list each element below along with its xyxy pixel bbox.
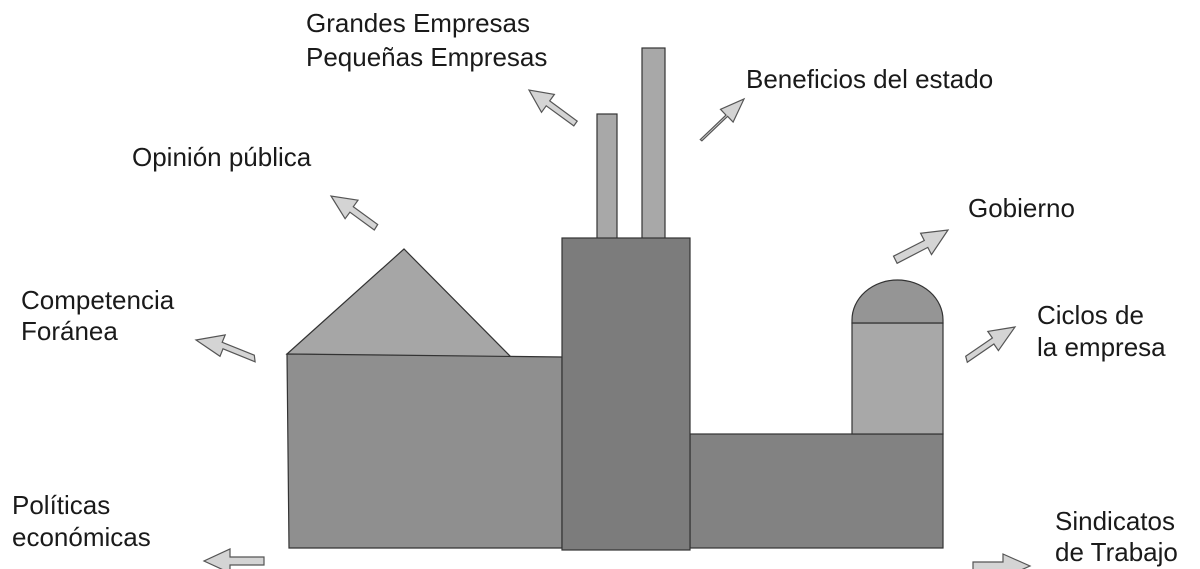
- central-tower: [561, 237, 691, 551]
- silo-dome: [851, 279, 944, 324]
- arrow-icon: [329, 195, 379, 231]
- label-beneficios-estado: Beneficios del estado: [746, 64, 994, 94]
- label-politicas-line2: económicas: [12, 522, 151, 552]
- arrow-icon: [527, 89, 579, 127]
- label-competencia-line2: Foránea: [21, 316, 118, 346]
- arrow-icon: [699, 97, 746, 142]
- factory-roof: [285, 248, 514, 359]
- label-gobierno: Gobierno: [968, 193, 1075, 223]
- label-grandes-empresas: Grandes Empresas: [306, 8, 530, 38]
- main-building: [286, 353, 563, 549]
- arrow-icon: [194, 334, 256, 363]
- label-ciclos-line1: Ciclos de: [1037, 300, 1144, 330]
- label-pequenas-empresas: Pequeñas Empresas: [306, 42, 548, 72]
- label-sindicatos-line1: Sindicatos: [1055, 506, 1175, 536]
- chimney-tall: [641, 47, 666, 241]
- silo-body: [851, 322, 944, 435]
- right-block: [689, 433, 944, 549]
- label-opinion-publica: Opinión pública: [132, 142, 312, 172]
- arrow-icon: [972, 553, 1032, 569]
- chimney-short: [596, 113, 618, 241]
- arrow-icon: [892, 229, 950, 265]
- label-sindicatos-line2: de Trabajo: [1055, 537, 1178, 567]
- label-competencia-line1: Competencia: [21, 285, 175, 315]
- arrow-icon: [202, 548, 265, 569]
- label-ciclos-line2: la empresa: [1037, 332, 1166, 362]
- label-politicas-line1: Políticas: [12, 490, 111, 520]
- arrow-icon: [965, 326, 1017, 364]
